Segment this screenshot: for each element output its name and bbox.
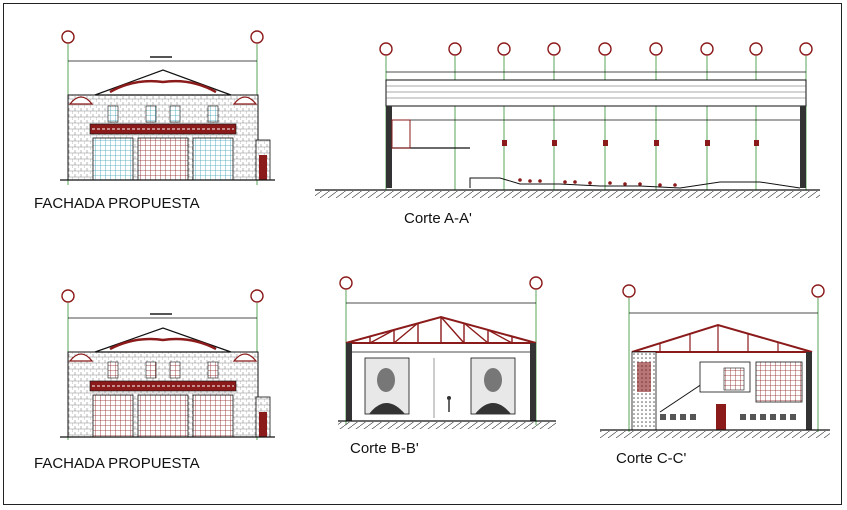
section-cc-drawing <box>600 284 830 438</box>
caption-facade-bottom: FACHADA PROPUESTA <box>34 455 200 472</box>
section-aa-drawing <box>315 42 820 198</box>
caption-section-aa: Corte A-A' <box>404 210 472 227</box>
facade-elevation-top <box>60 30 275 185</box>
caption-section-bb: Corte B-B' <box>350 440 419 457</box>
facade-elevation-bottom <box>60 289 275 440</box>
caption-section-cc: Corte C-C' <box>616 450 687 467</box>
drawing-border <box>3 3 842 505</box>
section-bb-drawing <box>338 276 556 429</box>
caption-facade-top: FACHADA PROPUESTA <box>34 195 200 212</box>
